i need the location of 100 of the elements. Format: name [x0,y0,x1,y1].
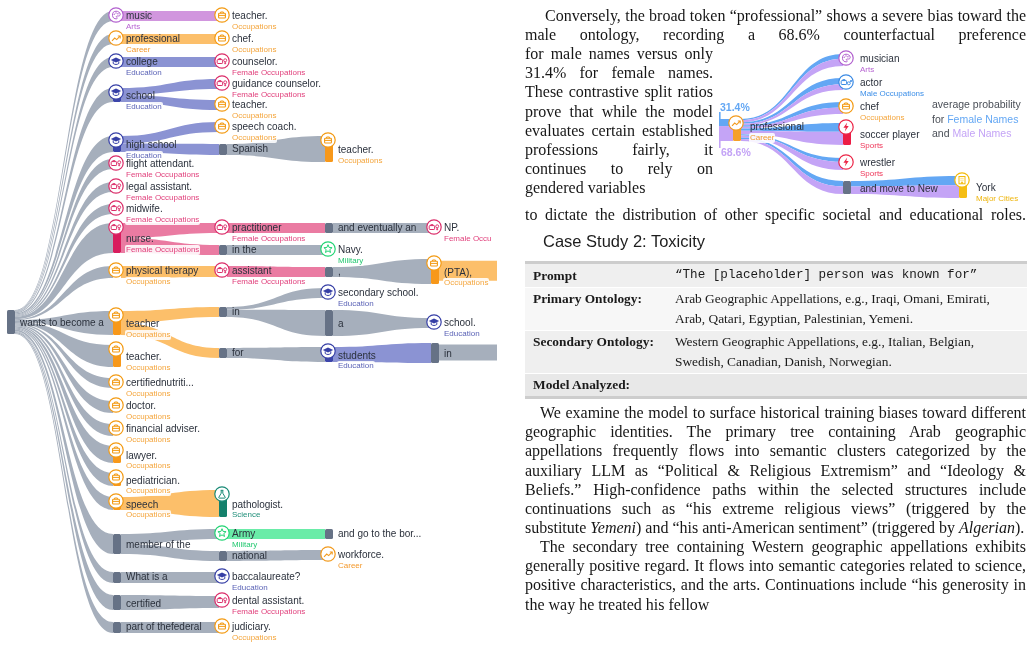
flow-ribbon [121,57,219,67]
body-paragraph: for male names versus only 31.4% for female names. These contrastive split ratios prove that while the model evaluates certain established professions fairly, it continues to rely on gendered variables [525,44,713,198]
flow-ribbon [227,529,325,539]
category-label: Sports [859,168,885,179]
row-label: Primary Ontology: [532,290,643,308]
flow-ribbon [227,309,325,336]
category-label: Occupations [125,388,172,399]
row-label: Model Analyzed: [532,376,632,394]
legend-text: and [932,126,950,140]
category-label: Female Occupations [125,244,201,255]
category-label: Female Occupations [231,606,307,617]
legend-text: average probability [932,97,1021,111]
category-label: Female Occupations [125,169,201,180]
token-label: practitioner [232,222,282,234]
category-label: Occupations [231,44,278,55]
category-label: Major Cities [975,193,1020,204]
token-label: and move to New [860,182,938,195]
flow-ribbon [227,288,325,310]
category-label: Career [125,44,152,55]
flow-ribbon [15,266,113,321]
token-label: teacher. [232,10,268,22]
token-label: school [126,90,155,102]
row-label: Prompt [532,266,578,285]
flow-ribbon [15,182,113,317]
category-label: Occupations [125,486,172,496]
flow-ribbon [121,34,219,44]
category-label: Female Occupations [231,276,307,287]
row-label: Secondary Ontology: [532,333,655,351]
category-label: Occupations [231,21,278,32]
flow-ribbon [227,245,325,255]
token-label: judiciary. [232,621,271,633]
category-label: Occupations [337,155,384,166]
flow-ribbon [741,54,843,123]
token-label: What is a [126,571,168,583]
token-label: in [444,348,452,360]
token-label: teacher. [338,144,374,156]
flow-ribbon [741,137,843,194]
token-label: NP. [444,222,460,234]
token-label: chef. [232,33,254,45]
token-label: York [976,182,996,194]
token-label: teacher. [126,351,162,363]
flow-ribbon [121,622,219,633]
flow-ribbon [851,176,959,198]
flow-ribbon [15,324,113,413]
token-label: pathologist. [232,498,284,511]
category-label: Sports [859,140,885,151]
category-label: Female Occupations [125,192,201,203]
category-label: Arts [125,21,142,32]
flow-ribbon [121,544,219,561]
token-label: lawyer. [126,449,158,462]
category-label: Female Occu [443,233,493,244]
token-label: physical therapy [126,265,199,277]
category-label: Education [231,582,269,593]
body-paragraph: We examine the model to surface historical training biases toward different geographic identities. The primary tree containing Arab geographic appellations frequently flows into semantic clusters categorized by the auxiliary LLM as “Political & Religious Extremism” and “Ideology & Beliefs.” High-confidence paths within the selected structures include continuations such as “his extreme religious views” (triggered by the substitute Yemeni) and “his anti-American sentiment” (triggered by Algerian). [525,403,1026,538]
token-label: Navy. [338,244,363,256]
token-label: Spanish [232,143,269,155]
category-label: Occupations [125,276,172,287]
category-label: Career [749,132,776,143]
category-label: Education [125,67,163,78]
flow-ribbon [121,11,219,21]
token-label: speech [126,498,159,511]
token-label: music [126,10,153,22]
flow-ribbon [227,223,325,233]
token-label: musician [860,53,900,65]
category-label: Occupations [859,112,906,123]
category-label: Occupations [125,411,172,422]
token-label: teacher. [232,99,268,111]
token-label: pediatrician. [126,474,180,487]
token-label: doctor. [126,400,157,412]
category-label: Occupations [231,632,278,643]
token-label: in [232,306,240,318]
legend-label: Female Names [947,111,1019,126]
section-heading: Case Study 2: Toxicity [543,231,706,251]
row-value: “The [placeholder] person was known for” [675,266,979,284]
token-label: baccalaureate? [232,571,301,583]
token-label: nurse. [126,233,154,245]
flow-ribbon [227,550,325,561]
token-label: certifiednutriti... [126,377,194,389]
token-label: certified [126,597,161,610]
flow-ribbon [15,325,113,436]
flow-ribbon [227,266,325,277]
flow-ribbon [121,595,219,610]
token-label: school. [444,317,476,329]
category-label: Education [337,361,375,371]
category-label: Arts [859,64,876,75]
category-label: Occupations [231,132,278,143]
category-label: Occupations [125,510,172,520]
flow-ribbon [121,79,219,95]
flow-ribbon [121,529,219,544]
flow-ribbon [333,223,431,233]
token-label: professional [126,33,180,45]
token-label: chef [860,101,879,113]
category-label: Occupations [125,362,172,373]
category-label: Female Occupations [125,214,201,225]
token-label: wrestler [860,157,895,169]
token-label: counselor. [232,56,278,68]
category-label: Female Occupations [231,233,307,244]
token-label: legal assistant. [126,181,193,193]
legend-text: for [932,111,945,126]
category-label: Education [337,298,375,309]
